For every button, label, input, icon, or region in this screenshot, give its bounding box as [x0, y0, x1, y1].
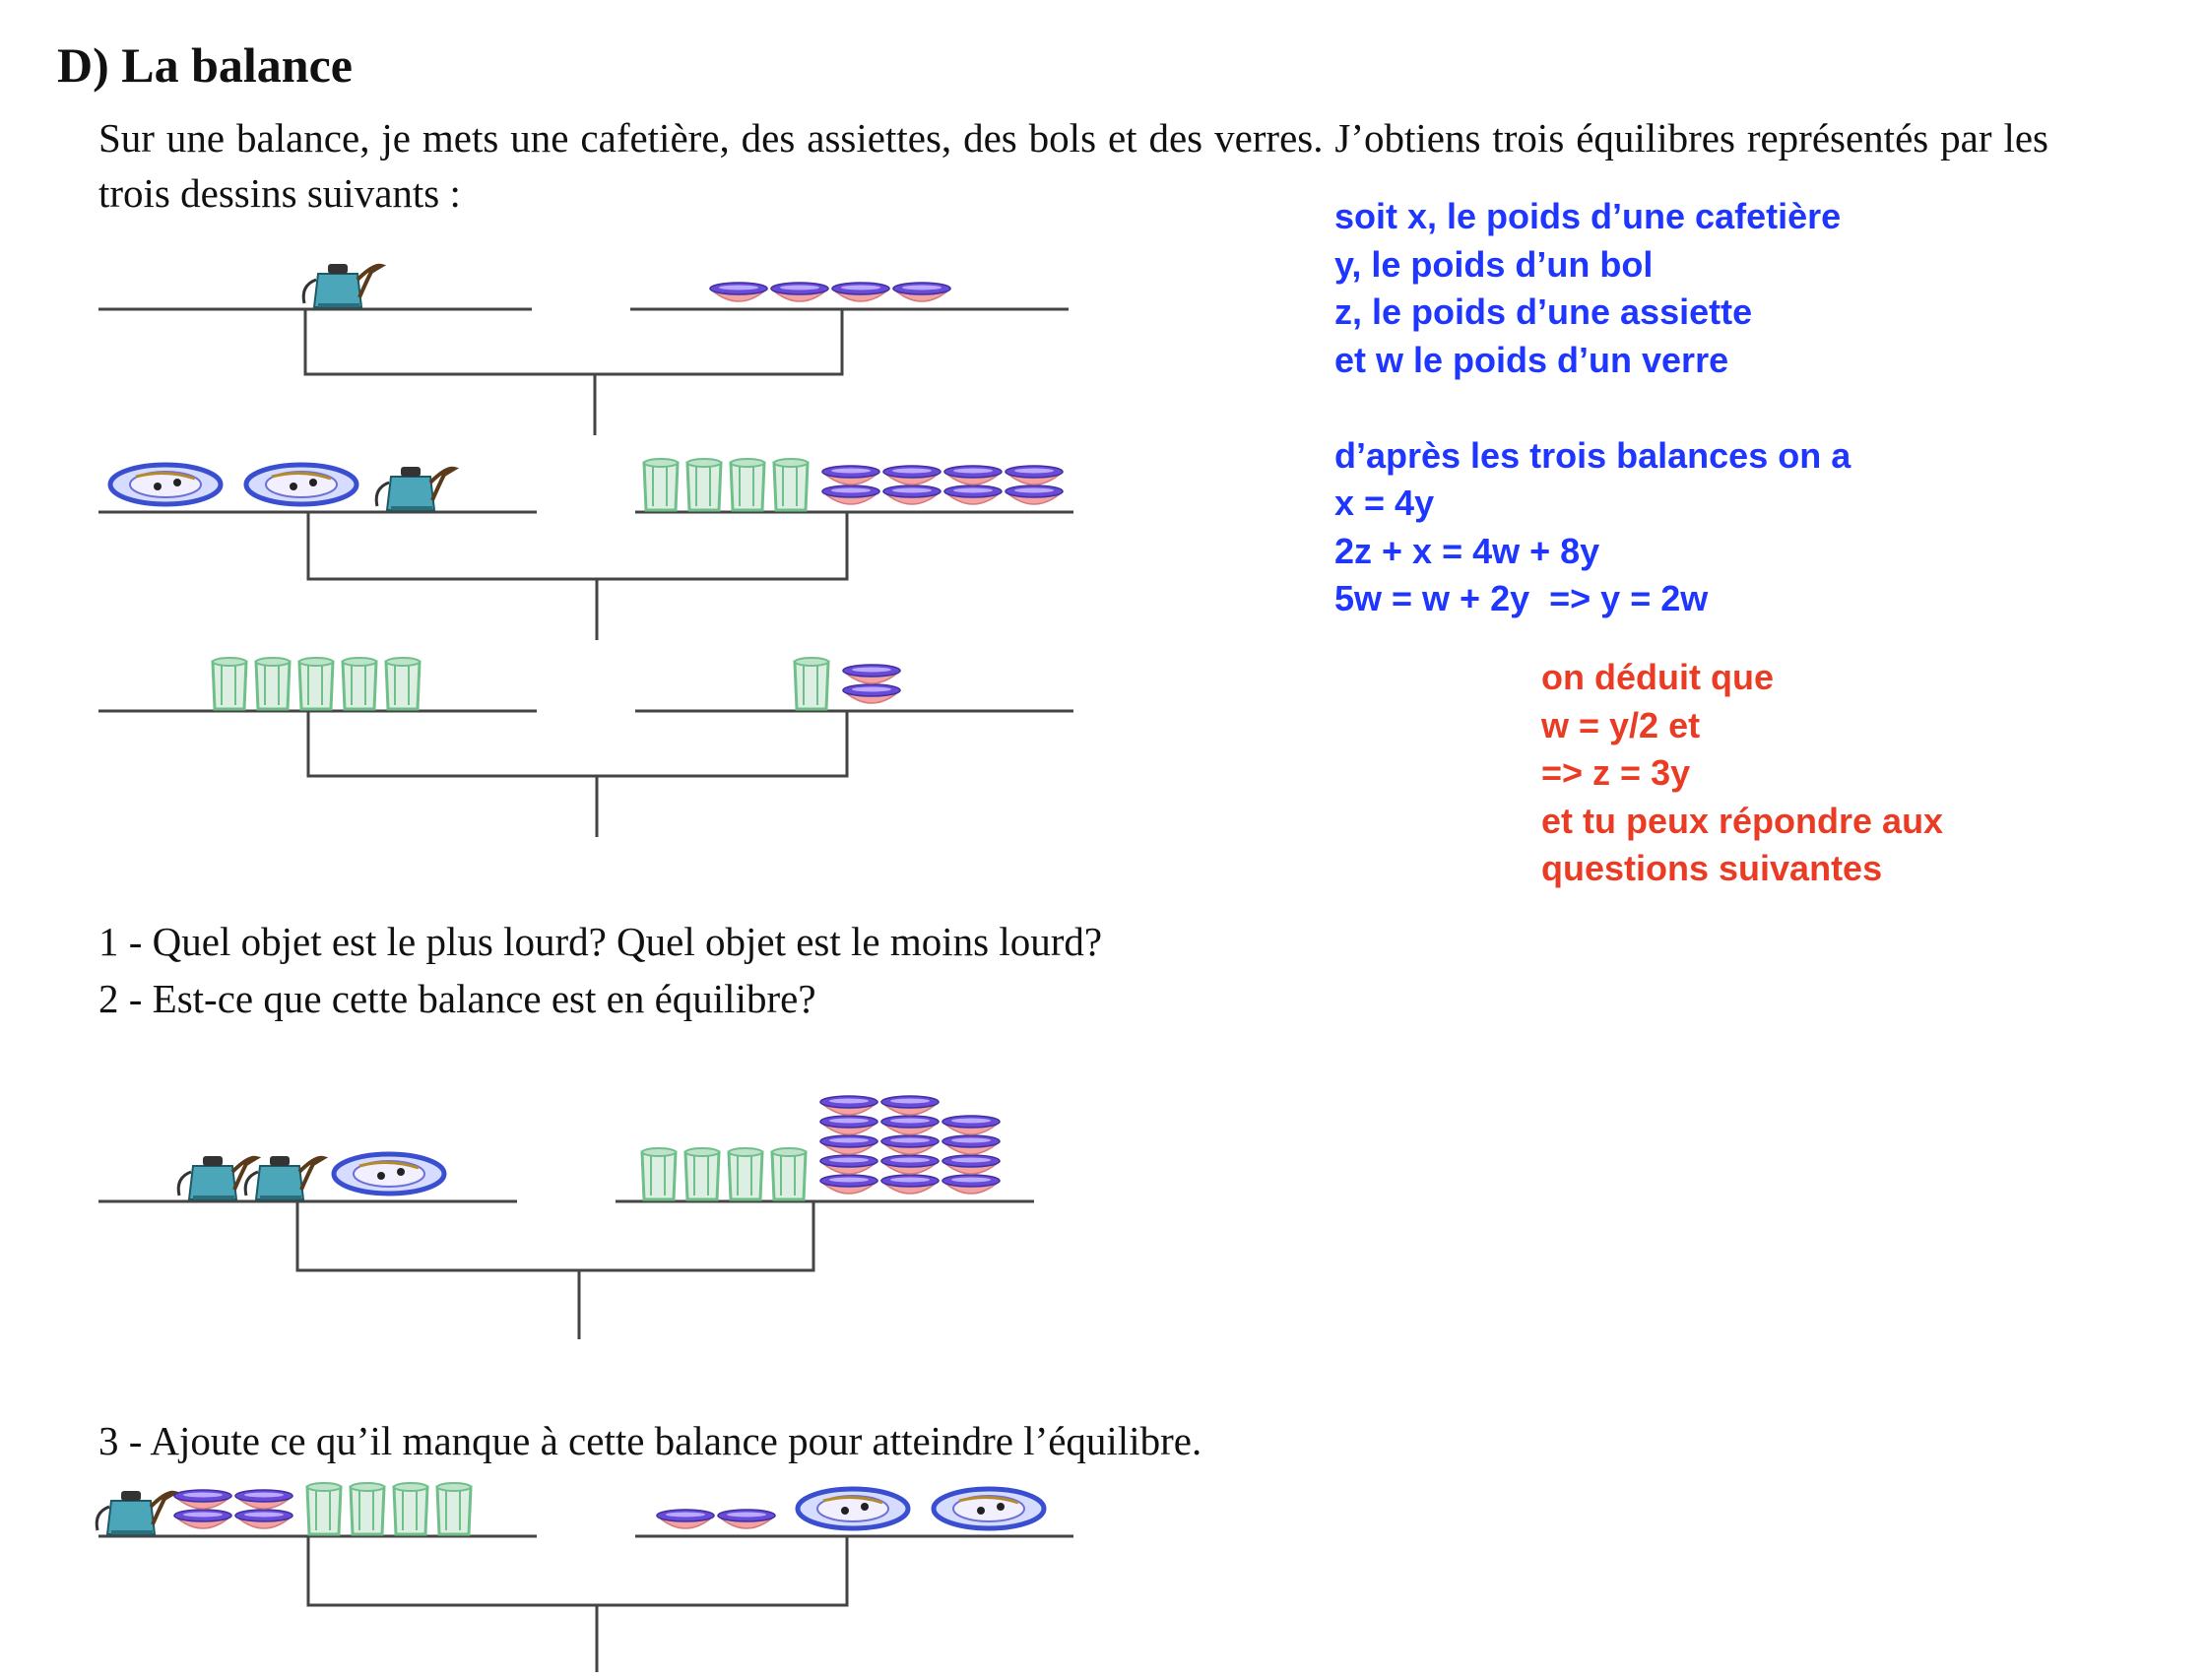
balance-scale [98, 510, 1073, 640]
annotation-line: z, le poids d’une assiette [1334, 291, 1753, 332]
bowl-icon [1004, 465, 1065, 485]
annotation-line: questions suivantes [1541, 848, 1883, 888]
question-3: 3 - Ajoute ce qu’il manque à cette balan… [98, 1418, 1202, 1463]
annotation-line: on déduit que [1541, 657, 1774, 697]
balance-scale [98, 1534, 1073, 1672]
balance-scale [98, 1199, 1034, 1339]
bowl-icon [708, 282, 769, 302]
bowl-icon [233, 1509, 294, 1529]
plate-icon [243, 462, 359, 507]
plate-icon [795, 1486, 911, 1531]
bowl-icon [879, 1134, 941, 1155]
annotation-line: et tu peux répondre aux [1541, 800, 1944, 841]
annotation-line: d’après les trois balances on a [1334, 434, 1851, 476]
balance-beam [295, 1201, 815, 1272]
bowl-icon [818, 1154, 879, 1175]
glass-icon [392, 1482, 429, 1536]
balance-scale [98, 709, 1073, 837]
question-1: 1 - Quel objet est le plus lourd? Quel o… [98, 919, 1103, 964]
bowl-icon [820, 465, 881, 485]
plate-icon [331, 1151, 447, 1196]
bowl-icon [1004, 485, 1065, 505]
bowl-icon [818, 1134, 879, 1155]
bowl-icon [941, 1174, 1002, 1195]
glass-icon [384, 657, 422, 711]
blue-annotation: soit x, le poids d’une cafetière y, le p… [1334, 193, 1851, 623]
balance-beam [303, 309, 844, 376]
glass-icon [349, 1482, 386, 1536]
bowl-icon [941, 1154, 1002, 1175]
balance-beam [306, 512, 849, 581]
intro-paragraph: Sur une balance, je mets une cafetière, … [98, 115, 2048, 216]
bowl-icon [881, 465, 942, 485]
red-annotation: on déduit que w = y/2 et => z = 3y et tu… [1541, 654, 1943, 893]
annotation-line: et w le poids d’un verre [1334, 339, 1729, 380]
page-title: D) La balance [57, 37, 353, 93]
coffeepot-icon [95, 1490, 180, 1535]
glass-icon [685, 458, 723, 512]
bowl-icon [841, 683, 902, 704]
bowl-icon [879, 1115, 941, 1135]
glass-icon [435, 1482, 473, 1536]
coffeepot-icon [176, 1155, 262, 1200]
balance-scale [98, 307, 1069, 435]
question-2: 2 - Est-ce que cette balance est en équi… [98, 976, 816, 1021]
annotation-line: x = 4y [1334, 483, 1435, 523]
bowl-icon [830, 282, 891, 302]
balance-beam [306, 1536, 849, 1607]
glass-icon [683, 1147, 721, 1201]
bowl-icon [820, 485, 881, 505]
bowl-icon [818, 1174, 879, 1195]
bowl-icon [942, 485, 1004, 505]
bowl-icon [818, 1095, 879, 1116]
bowl-icon [879, 1154, 941, 1175]
glass-icon [297, 657, 335, 711]
bowl-icon [942, 465, 1004, 485]
bowl-icon [172, 1509, 233, 1529]
glass-icon [770, 1147, 808, 1201]
coffeepot-icon [243, 1155, 329, 1200]
bowl-icon [769, 282, 830, 302]
bowl-icon [891, 282, 952, 302]
glass-icon [254, 657, 292, 711]
bowl-icon [818, 1115, 879, 1135]
coffeepot-icon [301, 263, 387, 308]
annotation-line: soit x, le poids d’une cafetière [1334, 196, 1842, 236]
balance-beam [306, 711, 849, 778]
bowl-icon [941, 1134, 1002, 1155]
annotation-line: y, le poids d’un bol [1334, 243, 1654, 285]
bowl-icon [941, 1115, 1002, 1135]
glass-icon [727, 1147, 764, 1201]
annotation-line: 2z + x = 4w + 8y [1334, 530, 1600, 571]
glass-icon [305, 1482, 343, 1536]
coffeepot-icon [374, 466, 460, 511]
annotation-line: w = y/2 et [1541, 704, 1701, 745]
bowl-icon [172, 1489, 233, 1510]
glass-icon [772, 458, 810, 512]
bowl-icon [716, 1509, 777, 1529]
glass-icon [211, 657, 248, 711]
glass-icon [642, 458, 680, 512]
plate-icon [931, 1486, 1047, 1531]
plate-icon [107, 462, 224, 507]
bowl-icon [879, 1095, 941, 1116]
bowl-icon [655, 1509, 716, 1529]
bowl-icon [879, 1174, 941, 1195]
annotation-line: 5w = w + 2y => y = 2w [1334, 578, 1709, 618]
bowl-icon [841, 664, 902, 684]
glass-icon [729, 458, 766, 512]
bowl-icon [881, 485, 942, 505]
glass-icon [341, 657, 378, 711]
glass-icon [640, 1147, 678, 1201]
annotation-line: => z = 3y [1541, 752, 1691, 793]
glass-icon [793, 657, 830, 711]
bowl-icon [233, 1489, 294, 1510]
